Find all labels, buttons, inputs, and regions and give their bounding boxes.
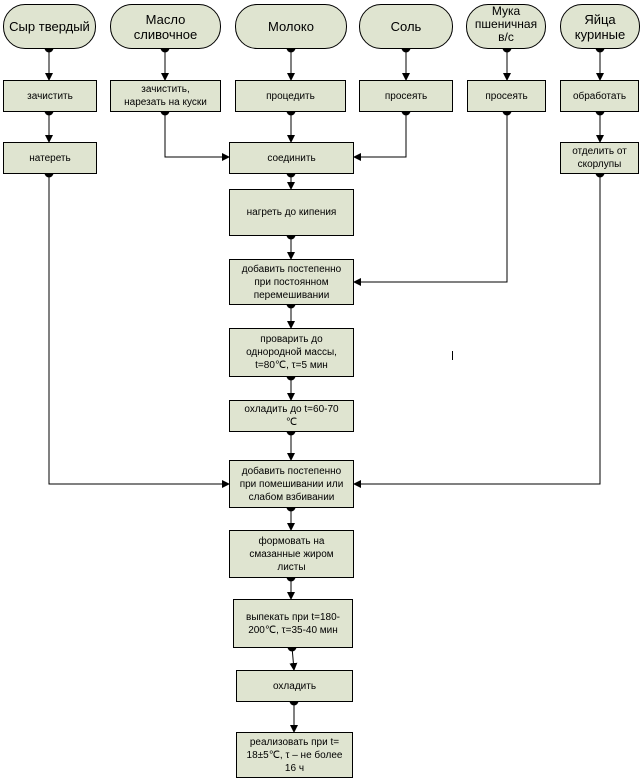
- step-eggs-process: обработать: [560, 80, 639, 112]
- step-salt-sift: просеять: [359, 80, 453, 112]
- ingredient-salt-label: Соль: [390, 19, 422, 34]
- step-shape: формовать на смазанные жиром листы: [229, 530, 354, 578]
- step-bake-label: выпекать при t=180- 200℃, τ=35-40 мин: [246, 611, 340, 636]
- ingredient-eggs: Яйца куриные: [560, 4, 640, 49]
- step-add-eggs-cheese: добавить постепенно при помешивании или …: [229, 460, 354, 508]
- step-salt-sift-label: просеять: [384, 90, 428, 102]
- ingredient-butter-label: Масло сливочное: [133, 11, 198, 42]
- ingredient-salt: Соль: [359, 4, 453, 49]
- step-chill: охладить: [236, 670, 353, 702]
- step-flour-sift-label: просеять: [485, 90, 528, 102]
- step-add-flour-label: добавить постепенно при постоянном перем…: [241, 263, 342, 301]
- ingredient-flour: Мука пшеничная в/с: [466, 4, 546, 49]
- ingredient-flour-label: Мука пшеничная в/с: [474, 4, 538, 44]
- ingredient-cheese: Сыр твердый: [3, 4, 96, 49]
- step-sell: реализовать при t= 18±5℃, τ – не более 1…: [236, 732, 353, 778]
- step-add-eggs-cheese-label: добавить постепенно при помешивании или …: [239, 465, 344, 503]
- step-combine: соединить: [229, 142, 354, 174]
- step-cook-label: проварить до однородной массы, t=80℃, τ=…: [246, 334, 337, 371]
- ingredient-milk: Молоко: [235, 4, 347, 49]
- step-eggs-separate: отделить от скорлупы: [560, 142, 639, 174]
- step-sell-label: реализовать при t= 18±5℃, τ – не более 1…: [246, 736, 343, 774]
- step-add-flour: добавить постепенно при постоянном перем…: [229, 259, 354, 305]
- step-butter-clean: зачистить, нарезать на куски: [110, 80, 221, 112]
- step-combine-label: соединить: [267, 152, 316, 164]
- step-eggs-separate-label: отделить от скорлупы: [572, 146, 627, 170]
- step-butter-clean-label: зачистить, нарезать на куски: [124, 84, 207, 108]
- ingredient-cheese-label: Сыр твердый: [9, 19, 90, 34]
- step-boil: нагреть до кипения: [229, 189, 354, 236]
- stray-mark: [452, 351, 453, 360]
- step-cheese-grate: натереть: [3, 142, 97, 174]
- ingredient-milk-label: Молоко: [268, 19, 314, 34]
- step-cheese-clean: зачистить: [3, 80, 97, 112]
- step-chill-label: охладить: [272, 680, 317, 692]
- step-milk-strain-label: процедить: [266, 90, 315, 102]
- step-cool-label: охладить до t=60-70 ℃: [244, 404, 339, 428]
- step-bake: выпекать при t=180- 200℃, τ=35-40 мин: [233, 599, 353, 648]
- step-cheese-grate-label: натереть: [29, 152, 71, 164]
- step-cook: проварить до однородной массы, t=80℃, τ=…: [229, 328, 354, 377]
- ingredient-butter: Масло сливочное: [110, 4, 221, 49]
- step-milk-strain: процедить: [235, 80, 346, 112]
- step-cheese-clean-label: зачистить: [27, 90, 73, 102]
- step-flour-sift: просеять: [467, 80, 546, 112]
- step-shape-label: формовать на смазанные жиром листы: [249, 535, 334, 573]
- step-boil-label: нагреть до кипения: [246, 207, 337, 218]
- step-eggs-process-label: обработать: [572, 90, 627, 102]
- step-cool: охладить до t=60-70 ℃: [229, 400, 354, 432]
- ingredient-eggs-label: Яйца куриные: [574, 11, 626, 42]
